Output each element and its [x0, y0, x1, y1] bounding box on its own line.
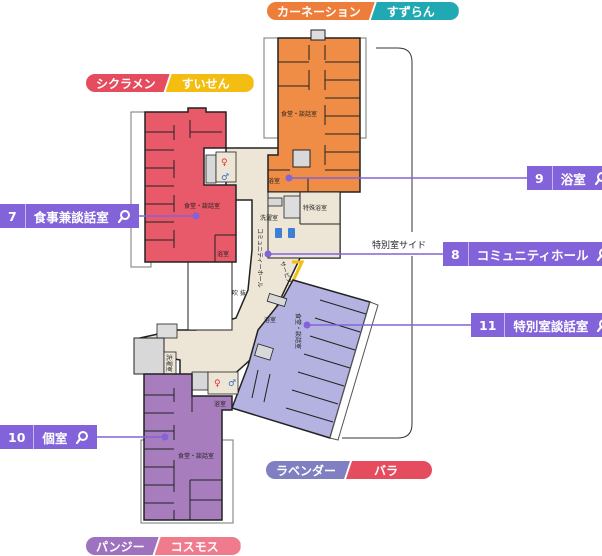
- callout-label: 浴室: [560, 171, 586, 187]
- red-wing: [144, 107, 237, 263]
- callout-number: 9: [527, 166, 553, 190]
- orange-bath-label: 浴室: [268, 177, 280, 185]
- special-side-bracket: [342, 256, 413, 439]
- upper-elevator: [267, 197, 283, 207]
- female-toilet-icon: ♀: [214, 379, 221, 389]
- lower-wc: [207, 371, 239, 395]
- search-icon: [117, 210, 130, 223]
- unit-tag-left: パンジー: [86, 537, 159, 555]
- atrium-label: 吹 抜: [232, 289, 246, 297]
- community-hall-label: コミュニティーホール: [256, 228, 263, 288]
- accessible-toilet-icon: [275, 228, 282, 238]
- leader-dots: [161, 174, 311, 441]
- bath-orange-dot: [285, 174, 293, 182]
- purple-dining-label: 食堂・談話室: [178, 452, 214, 460]
- red-elevator: [205, 154, 217, 184]
- callout-label: 特別室談話室: [513, 318, 589, 334]
- lower-laundry-label: 洗濯室: [165, 354, 173, 372]
- unit-tag-right: すずらん: [370, 2, 459, 20]
- female-toilet-icon: ♀: [221, 158, 228, 168]
- male-toilet-icon: ♂: [221, 173, 229, 183]
- male-toilet-icon: ♂: [228, 379, 236, 389]
- lavender-elevator: [254, 343, 274, 361]
- callout-9-bath[interactable]: 9 浴室: [527, 166, 602, 190]
- callout-number: 7: [0, 204, 26, 228]
- orange-elevator: [292, 149, 311, 168]
- upper-stairs: [283, 195, 301, 219]
- unit-tag-carnation-suzuran: カーネーション すずらん: [267, 2, 459, 20]
- unit-tag-right: すいせん: [165, 74, 254, 92]
- search-icon: [597, 319, 602, 332]
- lower-stairs: [156, 323, 178, 339]
- unit-tag-left: カーネーション: [267, 2, 375, 20]
- lavender-wing-balcony: [329, 301, 379, 441]
- red-room-dividers: [145, 120, 236, 262]
- lavender-dining-label: 食堂・談話室: [294, 313, 302, 349]
- orange-dining-label: 食堂・談話室: [281, 110, 317, 118]
- lower-elevator: [191, 371, 209, 391]
- purple-room-dividers: [144, 388, 222, 520]
- unit-tag-left: シクラメン: [86, 74, 170, 92]
- special-bath-label: 特殊浴室: [303, 204, 327, 212]
- purple-room-dot: [161, 433, 169, 441]
- accessible-toilet-icon: [288, 228, 295, 238]
- unit-tag-lavender-rose: ラベンダー バラ: [266, 461, 433, 479]
- callout-label: 食事兼談話室: [33, 209, 109, 225]
- callout-label: 個室: [42, 430, 68, 446]
- unit-tag-left: ラベンダー: [266, 461, 350, 479]
- callout-8-community-hall[interactable]: 8 コミュニティホール: [443, 242, 602, 266]
- leader-lines: [82, 177, 528, 438]
- search-icon: [76, 431, 89, 444]
- search-icon: [597, 248, 602, 261]
- dining-red-dot: [192, 212, 200, 220]
- lavender-dining-dot: [303, 321, 311, 329]
- unit-tag-pansy-cosmos: パンジー コスモス: [86, 537, 241, 555]
- red-wc: [215, 151, 237, 183]
- purple-bath-label: 浴室: [214, 400, 226, 408]
- red-bath-label: 浴室: [217, 250, 229, 258]
- orange-stairs: [310, 29, 326, 41]
- lavender-room-dividers: [251, 299, 367, 423]
- lavender-stairs: [266, 293, 288, 307]
- orange-room-dividers: [268, 45, 360, 192]
- callout-number: 10: [0, 425, 35, 449]
- search-icon: [594, 172, 602, 185]
- community-hall-dot: [264, 250, 272, 258]
- purple-wing: [143, 373, 233, 521]
- callout-number: 8: [443, 242, 469, 266]
- unit-tag-right: バラ: [346, 461, 433, 479]
- lower-storage: [133, 337, 165, 375]
- special-side-label: 特別室サイド: [370, 238, 429, 251]
- lavender-bath-label: 浴室: [264, 316, 276, 324]
- unit-tag-right: コスモス: [154, 537, 241, 555]
- special-side-bracket: [376, 47, 413, 232]
- atrium: [187, 257, 233, 331]
- callout-7-dining-lounge[interactable]: 7 食事兼談話室: [0, 204, 139, 228]
- callout-11-special-lounge[interactable]: 11 特別室談話室: [471, 313, 602, 337]
- callout-number: 11: [471, 313, 506, 337]
- red-dining-label: 食堂・談話室: [184, 202, 220, 210]
- upper-laundry-label: 洗濯室: [260, 214, 278, 222]
- unit-tag-cyclamen-suisen: シクラメン すいせん: [86, 74, 254, 92]
- callout-10-private-room[interactable]: 10 個室: [0, 425, 98, 449]
- callout-label: コミュニティホール: [476, 247, 589, 263]
